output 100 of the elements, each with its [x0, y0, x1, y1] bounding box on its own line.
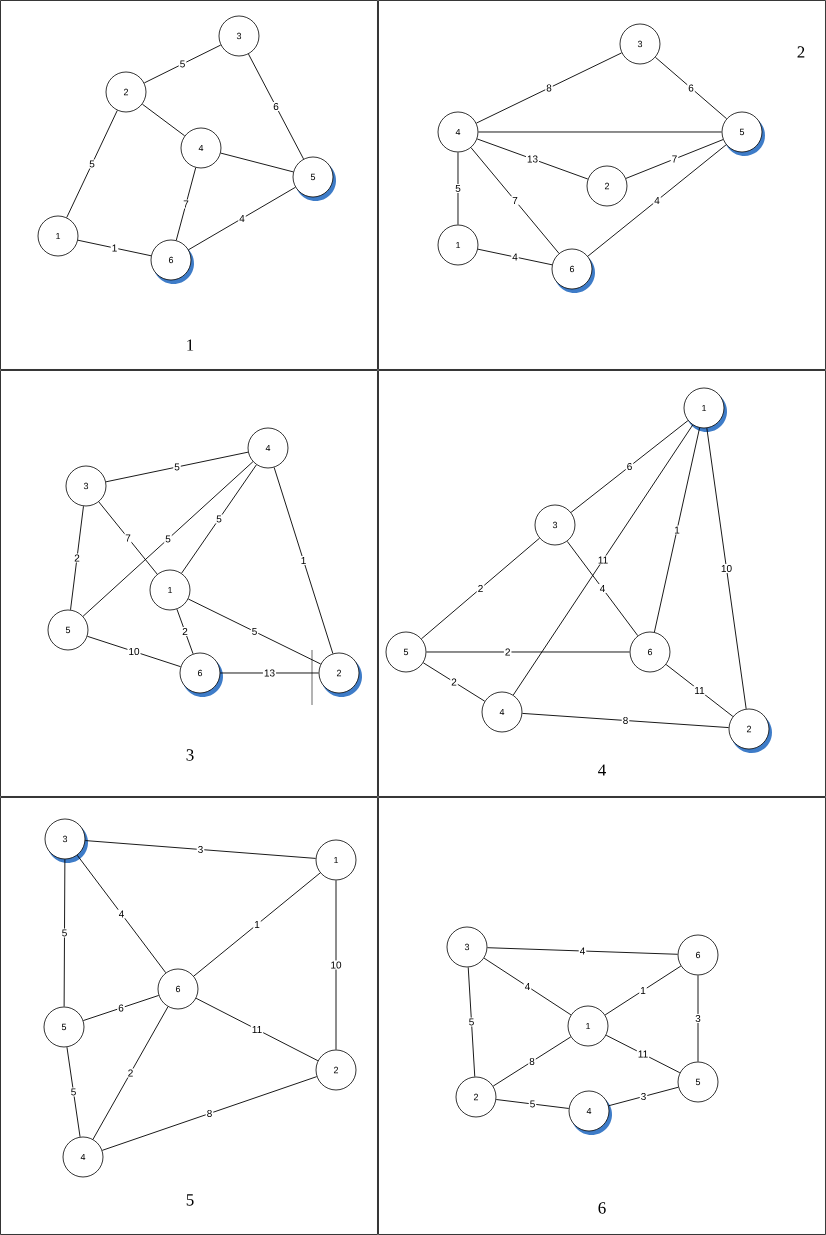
- edge-label: 2: [126, 1068, 135, 1078]
- edge-line: [587, 144, 727, 257]
- edge-line: [467, 966, 476, 1078]
- edge-line: [512, 424, 694, 696]
- graph-node: 2: [586, 165, 628, 207]
- edge-line: [193, 872, 321, 977]
- graph-node: 6: [157, 968, 199, 1010]
- graph-node: 3: [218, 15, 260, 57]
- edge-line: [181, 464, 257, 574]
- edge-label: 5: [215, 514, 223, 524]
- edge-label: 4: [238, 214, 246, 223]
- edge-label: 5: [250, 627, 259, 636]
- edge-line: [66, 1046, 81, 1138]
- edge-line: [706, 427, 747, 710]
- edge-line: [98, 501, 158, 575]
- graph-node: 5: [43, 1006, 85, 1048]
- edge-label: 5: [454, 184, 462, 193]
- edge-line: [63, 858, 66, 1008]
- graph-node: 4: [247, 427, 289, 469]
- edge-line: [176, 608, 194, 655]
- edge-line: [76, 854, 167, 974]
- edge-label: 4: [511, 252, 519, 262]
- graph-node: 4: [481, 691, 523, 733]
- edge-label: 1: [299, 556, 308, 565]
- graph-node: 2: [728, 708, 772, 753]
- edge-line: [143, 44, 222, 84]
- edge-label: 4: [117, 909, 126, 919]
- edge-label: 2: [181, 627, 189, 636]
- edge-label: 7: [182, 199, 190, 209]
- edge-label: 13: [525, 154, 540, 164]
- edge-line: [457, 151, 459, 226]
- edge-line: [608, 1086, 679, 1107]
- edge-label: 5: [88, 159, 96, 169]
- edge-label: 7: [124, 533, 132, 543]
- graph-node: 5: [385, 631, 427, 673]
- edge-label: 5: [69, 1087, 78, 1097]
- graph-node: 5: [47, 609, 89, 651]
- edge-label: 5: [178, 59, 187, 69]
- edge-line: [697, 974, 699, 1063]
- graph-node: 2: [455, 1076, 497, 1118]
- edge-line: [421, 537, 540, 640]
- graph-node: 3: [65, 465, 107, 507]
- edge-label: 1: [253, 920, 261, 929]
- edge-label: 3: [694, 1013, 702, 1024]
- edge-label: 11: [596, 555, 610, 565]
- edge-label: 1: [639, 986, 647, 995]
- edge-label: 11: [250, 1025, 264, 1034]
- edge-line: [470, 147, 560, 254]
- edge-line: [486, 947, 679, 955]
- edge-line: [665, 664, 734, 717]
- edge-label: 4: [523, 982, 532, 991]
- edge-line: [77, 239, 152, 257]
- edge-label: 8: [205, 1108, 214, 1119]
- edge-label: 3: [639, 1091, 648, 1102]
- edge-label: 5: [528, 1099, 537, 1109]
- graph-node: 6: [551, 248, 595, 293]
- edge-line: [335, 879, 337, 1051]
- graph-node: 2: [318, 652, 362, 697]
- edge-line: [475, 52, 623, 124]
- edge-label: 5: [467, 1017, 476, 1027]
- edge-label: 4: [653, 196, 661, 205]
- edge-line: [141, 103, 186, 137]
- edge-label: 2: [450, 677, 458, 687]
- edge-label: 8: [545, 83, 553, 93]
- edge-label: 13: [262, 668, 277, 678]
- edge-line: [82, 461, 254, 617]
- edge-line: [422, 662, 486, 702]
- edge-line: [86, 635, 182, 668]
- edge-label: 3: [196, 844, 205, 855]
- graph-node: 4: [568, 1090, 612, 1135]
- edge-line: [570, 420, 689, 513]
- edge-line: [495, 1099, 570, 1109]
- graph-node: 5: [721, 111, 765, 156]
- edge-label: 7: [511, 196, 519, 205]
- edge-line: [476, 138, 589, 180]
- edge-label: 4: [578, 946, 587, 956]
- graph-node: 3: [44, 818, 88, 863]
- graph-node: 2: [105, 71, 147, 113]
- edge-line: [273, 467, 334, 654]
- edge-label: 2: [503, 647, 512, 657]
- edge-label: 10: [329, 960, 343, 970]
- graph-node: 1: [437, 224, 479, 266]
- graph-node: 5: [292, 156, 336, 201]
- edge-line: [477, 248, 553, 266]
- edge-line: [425, 651, 631, 653]
- edge-label: 1: [673, 525, 681, 535]
- edge-line: [105, 451, 249, 483]
- edge-label: 4: [598, 584, 607, 593]
- edge-line: [220, 152, 294, 173]
- graph-node: 6: [179, 652, 223, 697]
- edge-label: 10: [127, 646, 141, 657]
- graph-node: 3: [446, 926, 488, 968]
- graph-node: 6: [629, 631, 671, 673]
- edge-label: 10: [719, 563, 734, 574]
- graph-node: 1: [567, 1005, 609, 1047]
- edge-label: 6: [272, 101, 280, 112]
- edge-label: 5: [164, 534, 172, 544]
- graph-node: 4: [437, 111, 479, 153]
- edge-label: 11: [636, 1049, 650, 1059]
- edge-label: 8: [528, 1056, 536, 1067]
